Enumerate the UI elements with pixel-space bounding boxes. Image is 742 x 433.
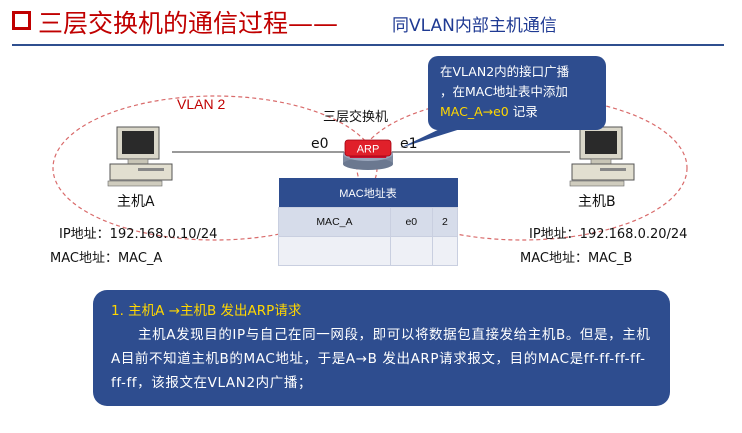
- table-cell: e0: [389, 207, 433, 237]
- host-b-ip: IP地址：192.168.0.20/24: [529, 227, 688, 242]
- callout-highlight: MAC_A→e0: [440, 104, 509, 119]
- title-bullet-icon: [12, 11, 31, 30]
- callout-pointer: [400, 126, 470, 148]
- port-label-e1: e1: [400, 136, 418, 152]
- step-description-box: 1. 主机A →主机B 发出ARP请求 主机A发现目的IP与自己在同一网段，即可…: [93, 290, 670, 406]
- table-cell: MAC_A: [278, 207, 391, 237]
- host-b-computer-icon: [569, 126, 635, 187]
- step-title: 1. 主机A →主机B 发出ARP请求: [111, 303, 302, 319]
- page-subtitle: 同VLAN内部主机通信: [392, 16, 557, 36]
- vlan-label: VLAN 2: [177, 96, 226, 112]
- arp-packet-icon: ARP: [344, 139, 392, 158]
- callout-box: 在VLAN2内的接口广播 ，在MAC地址表中添加 MAC_A→e0 记录: [428, 56, 606, 130]
- host-a-ip: IP地址：192.168.0.10/24: [59, 227, 218, 242]
- callout-line-2: ，在MAC地址表中添加: [440, 84, 568, 99]
- host-a-label: 主机A: [117, 194, 155, 210]
- host-a-mac: MAC地址：MAC_A: [50, 251, 163, 266]
- title-divider: [12, 44, 724, 46]
- step-body: 主机A发现目的IP与自己在同一网段，即可以将数据包直接发给主机B。但是，主机A目…: [111, 327, 651, 391]
- host-a-computer-icon: [107, 126, 173, 187]
- mac-address-table: MAC地址表 MAC_A e0 2: [278, 178, 459, 266]
- host-b-mac: MAC地址：MAC_B: [520, 251, 633, 266]
- callout-line-3: MAC_A→e0 记录: [440, 102, 596, 122]
- mac-table-header: MAC地址表: [278, 178, 458, 208]
- port-label-e0: e0: [311, 136, 329, 152]
- table-row: [278, 236, 459, 266]
- arp-label: ARP: [357, 144, 380, 156]
- table-cell: 2: [431, 207, 459, 237]
- table-cell: [389, 236, 433, 266]
- table-cell: [278, 236, 391, 266]
- callout-line-1: 在VLAN2内的接口广播: [440, 64, 570, 79]
- switch-label: 三层交换机: [323, 110, 389, 125]
- title-bar: 三层交换机的通信过程—— 同VLAN内部主机通信: [0, 0, 742, 46]
- host-b-label: 主机B: [578, 194, 616, 210]
- callout-suffix: 记录: [508, 104, 538, 119]
- table-cell: [431, 236, 459, 266]
- table-row: MAC_A e0 2: [278, 207, 459, 237]
- page-title: 三层交换机的通信过程——: [38, 9, 339, 38]
